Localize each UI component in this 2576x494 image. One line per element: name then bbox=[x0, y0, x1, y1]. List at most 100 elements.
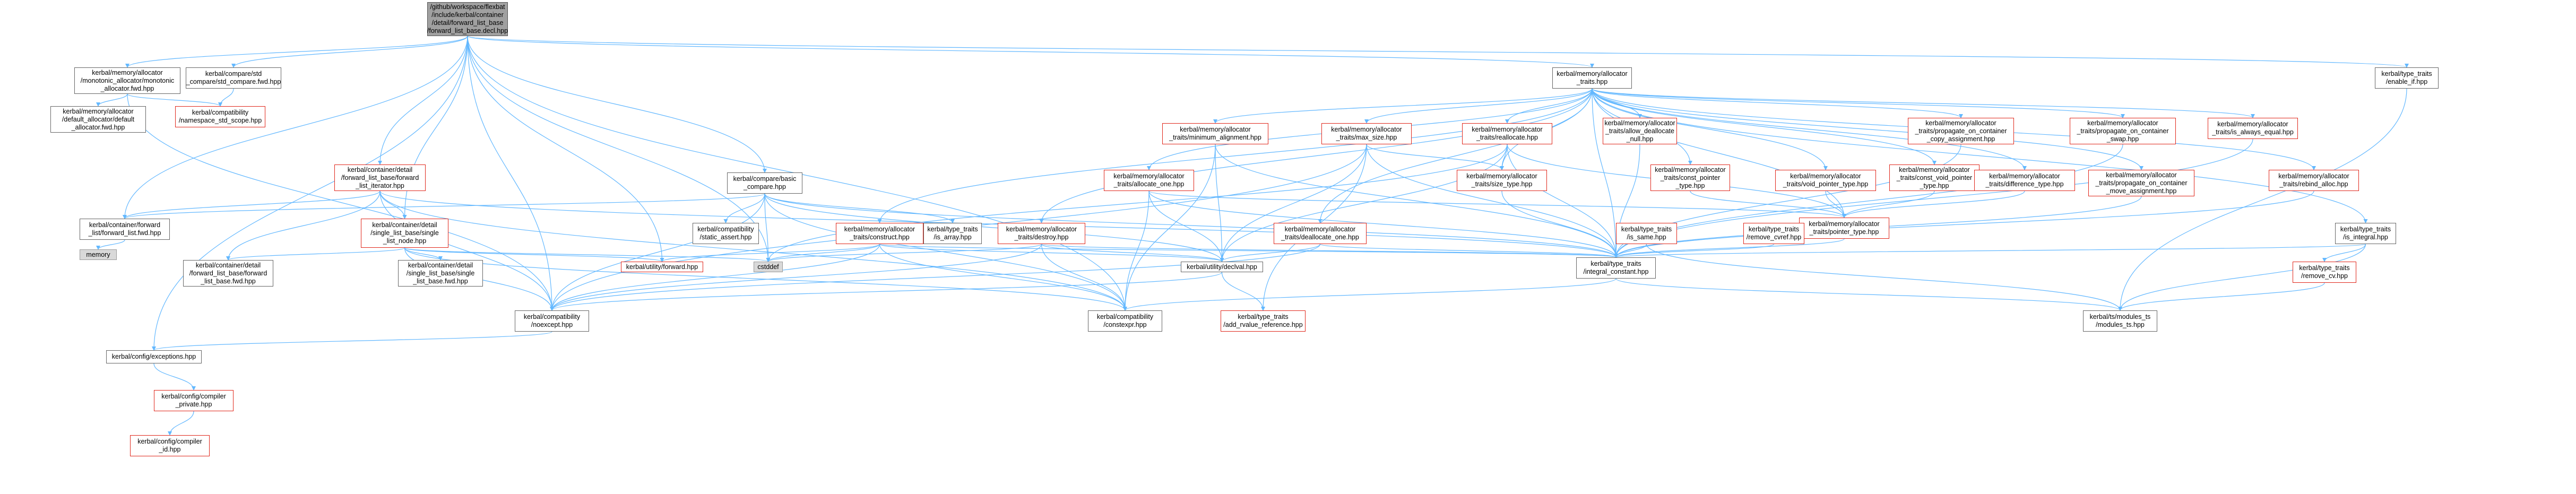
graph-node-dealloc-one[interactable]: kerbal/memory/allocator _traits/dealloca… bbox=[1274, 223, 1367, 244]
dependency-edge bbox=[379, 190, 1127, 311]
dependency-edge bbox=[1842, 190, 2025, 218]
dependency-edge bbox=[226, 190, 381, 261]
dependency-edge bbox=[766, 244, 1042, 262]
graph-node-is-array[interactable]: kerbal/type_traits /is_array.hpp bbox=[923, 223, 982, 244]
dependency-edge bbox=[168, 411, 194, 436]
dependency-edge bbox=[402, 36, 468, 219]
dependency-edge bbox=[2322, 244, 2366, 262]
graph-node-size-type[interactable]: kerbal/memory/allocator _traits/size_typ… bbox=[1457, 170, 1547, 191]
graph-node-prop-copy[interactable]: kerbal/memory/allocator _traits/propagat… bbox=[1908, 118, 2014, 144]
dependency-edge bbox=[1041, 244, 1224, 262]
dependency-edge bbox=[1614, 244, 1775, 258]
dependency-edge bbox=[879, 244, 1618, 258]
dependency-edge bbox=[467, 36, 1594, 68]
dependency-edge bbox=[404, 247, 1127, 311]
graph-node-sl-node[interactable]: kerbal/container/detail /single_list_bas… bbox=[361, 219, 448, 248]
graph-node-ptr-type[interactable]: kerbal/memory/allocator _traits/pointer_… bbox=[1799, 218, 1889, 239]
graph-node-integral-constant[interactable]: kerbal/type_traits /integral_constant.hp… bbox=[1576, 257, 1656, 279]
graph-node-static-assert[interactable]: kerbal/compatibility /static_assert.hpp bbox=[693, 223, 759, 244]
dependency-edge bbox=[764, 193, 1127, 311]
dependency-edge bbox=[123, 193, 765, 219]
graph-node-is-same[interactable]: kerbal/type_traits /is_same.hpp bbox=[1616, 223, 1677, 244]
graph-node-exceptions[interactable]: kerbal/config/exceptions.hpp bbox=[106, 350, 202, 363]
graph-node-fl-fwd[interactable]: kerbal/container/forward _list/forward_l… bbox=[80, 219, 170, 240]
dependency-edge bbox=[1690, 190, 1846, 218]
dependency-edge bbox=[550, 244, 880, 311]
graph-node-std-compare[interactable]: kerbal/compare/std _compare/std_compare.… bbox=[186, 67, 281, 89]
dependency-edge bbox=[764, 193, 955, 223]
dependency-edge bbox=[1646, 244, 2122, 311]
dependency-edge bbox=[1592, 88, 2143, 170]
dependency-edge bbox=[231, 36, 468, 68]
graph-node-remove-cv[interactable]: kerbal/type_traits /remove_cv.hpp bbox=[2293, 262, 2356, 283]
dependency-edge bbox=[550, 244, 1321, 311]
graph-node-root: /github/workspace/flexbat /include/kerba… bbox=[427, 2, 508, 36]
dependency-edge bbox=[1592, 88, 1828, 170]
graph-node-utility-forward[interactable]: kerbal/utility/forward.hpp bbox=[621, 262, 703, 272]
graph-node-reallocate[interactable]: kerbal/memory/allocator _traits/realloca… bbox=[1462, 123, 1552, 144]
graph-node-compiler-private[interactable]: kerbal/config/compiler _private.hpp bbox=[154, 390, 234, 411]
graph-node-ns-std-scope[interactable]: kerbal/compatibility /namespace_std_scop… bbox=[175, 106, 265, 127]
dependency-edge bbox=[125, 36, 468, 68]
graph-node-modules-ts[interactable]: kerbal/ts/modules_ts /modules_ts.hpp bbox=[2083, 310, 2157, 332]
dependency-edge bbox=[1123, 144, 1216, 311]
graph-node-prop-move[interactable]: kerbal/memory/allocator _traits/propagat… bbox=[2088, 170, 2194, 196]
dependency-edge bbox=[1842, 190, 1935, 218]
graph-node-construct[interactable]: kerbal/memory/allocator _traits/construc… bbox=[836, 223, 923, 244]
dependency-edge bbox=[2118, 282, 2325, 311]
dependency-edge bbox=[123, 190, 381, 219]
graph-node-destroy[interactable]: kerbal/memory/allocator _traits/destroy.… bbox=[998, 223, 1085, 244]
dependency-edge bbox=[1148, 190, 1224, 262]
graph-node-mono-fwd[interactable]: kerbal/memory/allocator /monotonic_alloc… bbox=[74, 67, 180, 94]
dependency-edge bbox=[378, 36, 468, 165]
graph-node-noexcept[interactable]: kerbal/compatibility /noexcept.hpp bbox=[515, 310, 589, 332]
dependency-edge bbox=[152, 331, 552, 351]
graph-node-add-rvalue-ref[interactable]: kerbal/type_traits /add_rvalue_reference… bbox=[1221, 310, 1306, 332]
dependency-edge bbox=[1148, 190, 1618, 258]
graph-node-max-size[interactable]: kerbal/memory/allocator _traits/max_size… bbox=[1321, 123, 1412, 144]
dependency-edge bbox=[1501, 190, 1618, 258]
graph-node-is-always-equal[interactable]: kerbal/memory/allocator _traits/is_alway… bbox=[2208, 118, 2298, 139]
graph-node-enable-if[interactable]: kerbal/type_traits /enable_if.hpp bbox=[2375, 67, 2439, 89]
dependency-edge bbox=[766, 144, 1508, 262]
graph-node-min-align[interactable]: kerbal/memory/allocator _traits/minimum_… bbox=[1162, 123, 1268, 144]
graph-node-def-alloc[interactable]: kerbal/memory/allocator /default_allocat… bbox=[50, 106, 146, 133]
graph-node-void-ptr[interactable]: kerbal/memory/allocator _traits/void_poi… bbox=[1775, 170, 1876, 191]
dependency-edge bbox=[1507, 144, 1618, 258]
dependency-edge bbox=[1123, 278, 1617, 311]
dependency-edge bbox=[467, 36, 554, 311]
graph-node-fl-iter[interactable]: kerbal/container/detail /forward_list_ba… bbox=[334, 164, 426, 191]
dependency-edge bbox=[218, 88, 234, 107]
graph-node-cstddef: cstddef bbox=[754, 262, 783, 272]
graph-node-alloc-one[interactable]: kerbal/memory/allocator _traits/allocate… bbox=[1104, 170, 1194, 191]
dependency-edge bbox=[723, 193, 765, 223]
dependency-edge bbox=[96, 93, 128, 107]
graph-node-diff-type[interactable]: kerbal/memory/allocator _traits/differen… bbox=[1974, 170, 2075, 191]
dependency-edge bbox=[1318, 88, 1593, 223]
dependency-edge bbox=[1215, 144, 1618, 258]
graph-node-basic-compare[interactable]: kerbal/compare/basic _compare.hpp bbox=[727, 172, 802, 194]
graph-node-rebind-alloc[interactable]: kerbal/memory/allocator _traits/rebind_a… bbox=[2269, 170, 2359, 191]
dependency-edge bbox=[1041, 244, 1127, 311]
dependency-edge bbox=[764, 193, 1618, 258]
graph-node-is-integral[interactable]: kerbal/type_traits /is_integral.hpp bbox=[2335, 223, 2396, 244]
graph-node-const-void-ptr[interactable]: kerbal/memory/allocator _traits/const_vo… bbox=[1889, 164, 1979, 191]
dependency-edge bbox=[152, 36, 468, 351]
dependency-edge bbox=[764, 193, 771, 262]
graph-node-declval[interactable]: kerbal/utility/declval.hpp bbox=[1181, 262, 1263, 272]
graph-node-const-ptr[interactable]: kerbal/memory/allocator _traits/const_po… bbox=[1650, 164, 1730, 191]
dependency-edge bbox=[1366, 144, 1618, 258]
graph-node-alloc-traits[interactable]: kerbal/memory/allocator _traits.hpp bbox=[1552, 67, 1632, 89]
dependency-edge bbox=[1592, 88, 2255, 118]
graph-node-remove-cvref[interactable]: kerbal/type_traits /remove_cvref.hpp bbox=[1743, 223, 1804, 244]
dependency-edge bbox=[1366, 144, 1504, 170]
graph-node-fl-base-fwd[interactable]: kerbal/container/detail /forward_list_ba… bbox=[183, 260, 273, 287]
graph-node-constexpr[interactable]: kerbal/compatibility /constexpr.hpp bbox=[1088, 310, 1162, 332]
graph-node-prop-swap[interactable]: kerbal/memory/allocator _traits/propagat… bbox=[2070, 118, 2176, 144]
graph-node-sl-base-fwd[interactable]: kerbal/container/detail /single_list_bas… bbox=[398, 260, 483, 287]
graph-node-allow-dealloc-null[interactable]: kerbal/memory/allocator _traits/allow_de… bbox=[1603, 118, 1677, 144]
graph-node-compiler-id[interactable]: kerbal/config/compiler _id.hpp bbox=[130, 435, 210, 456]
dependency-edge bbox=[1215, 144, 1224, 262]
